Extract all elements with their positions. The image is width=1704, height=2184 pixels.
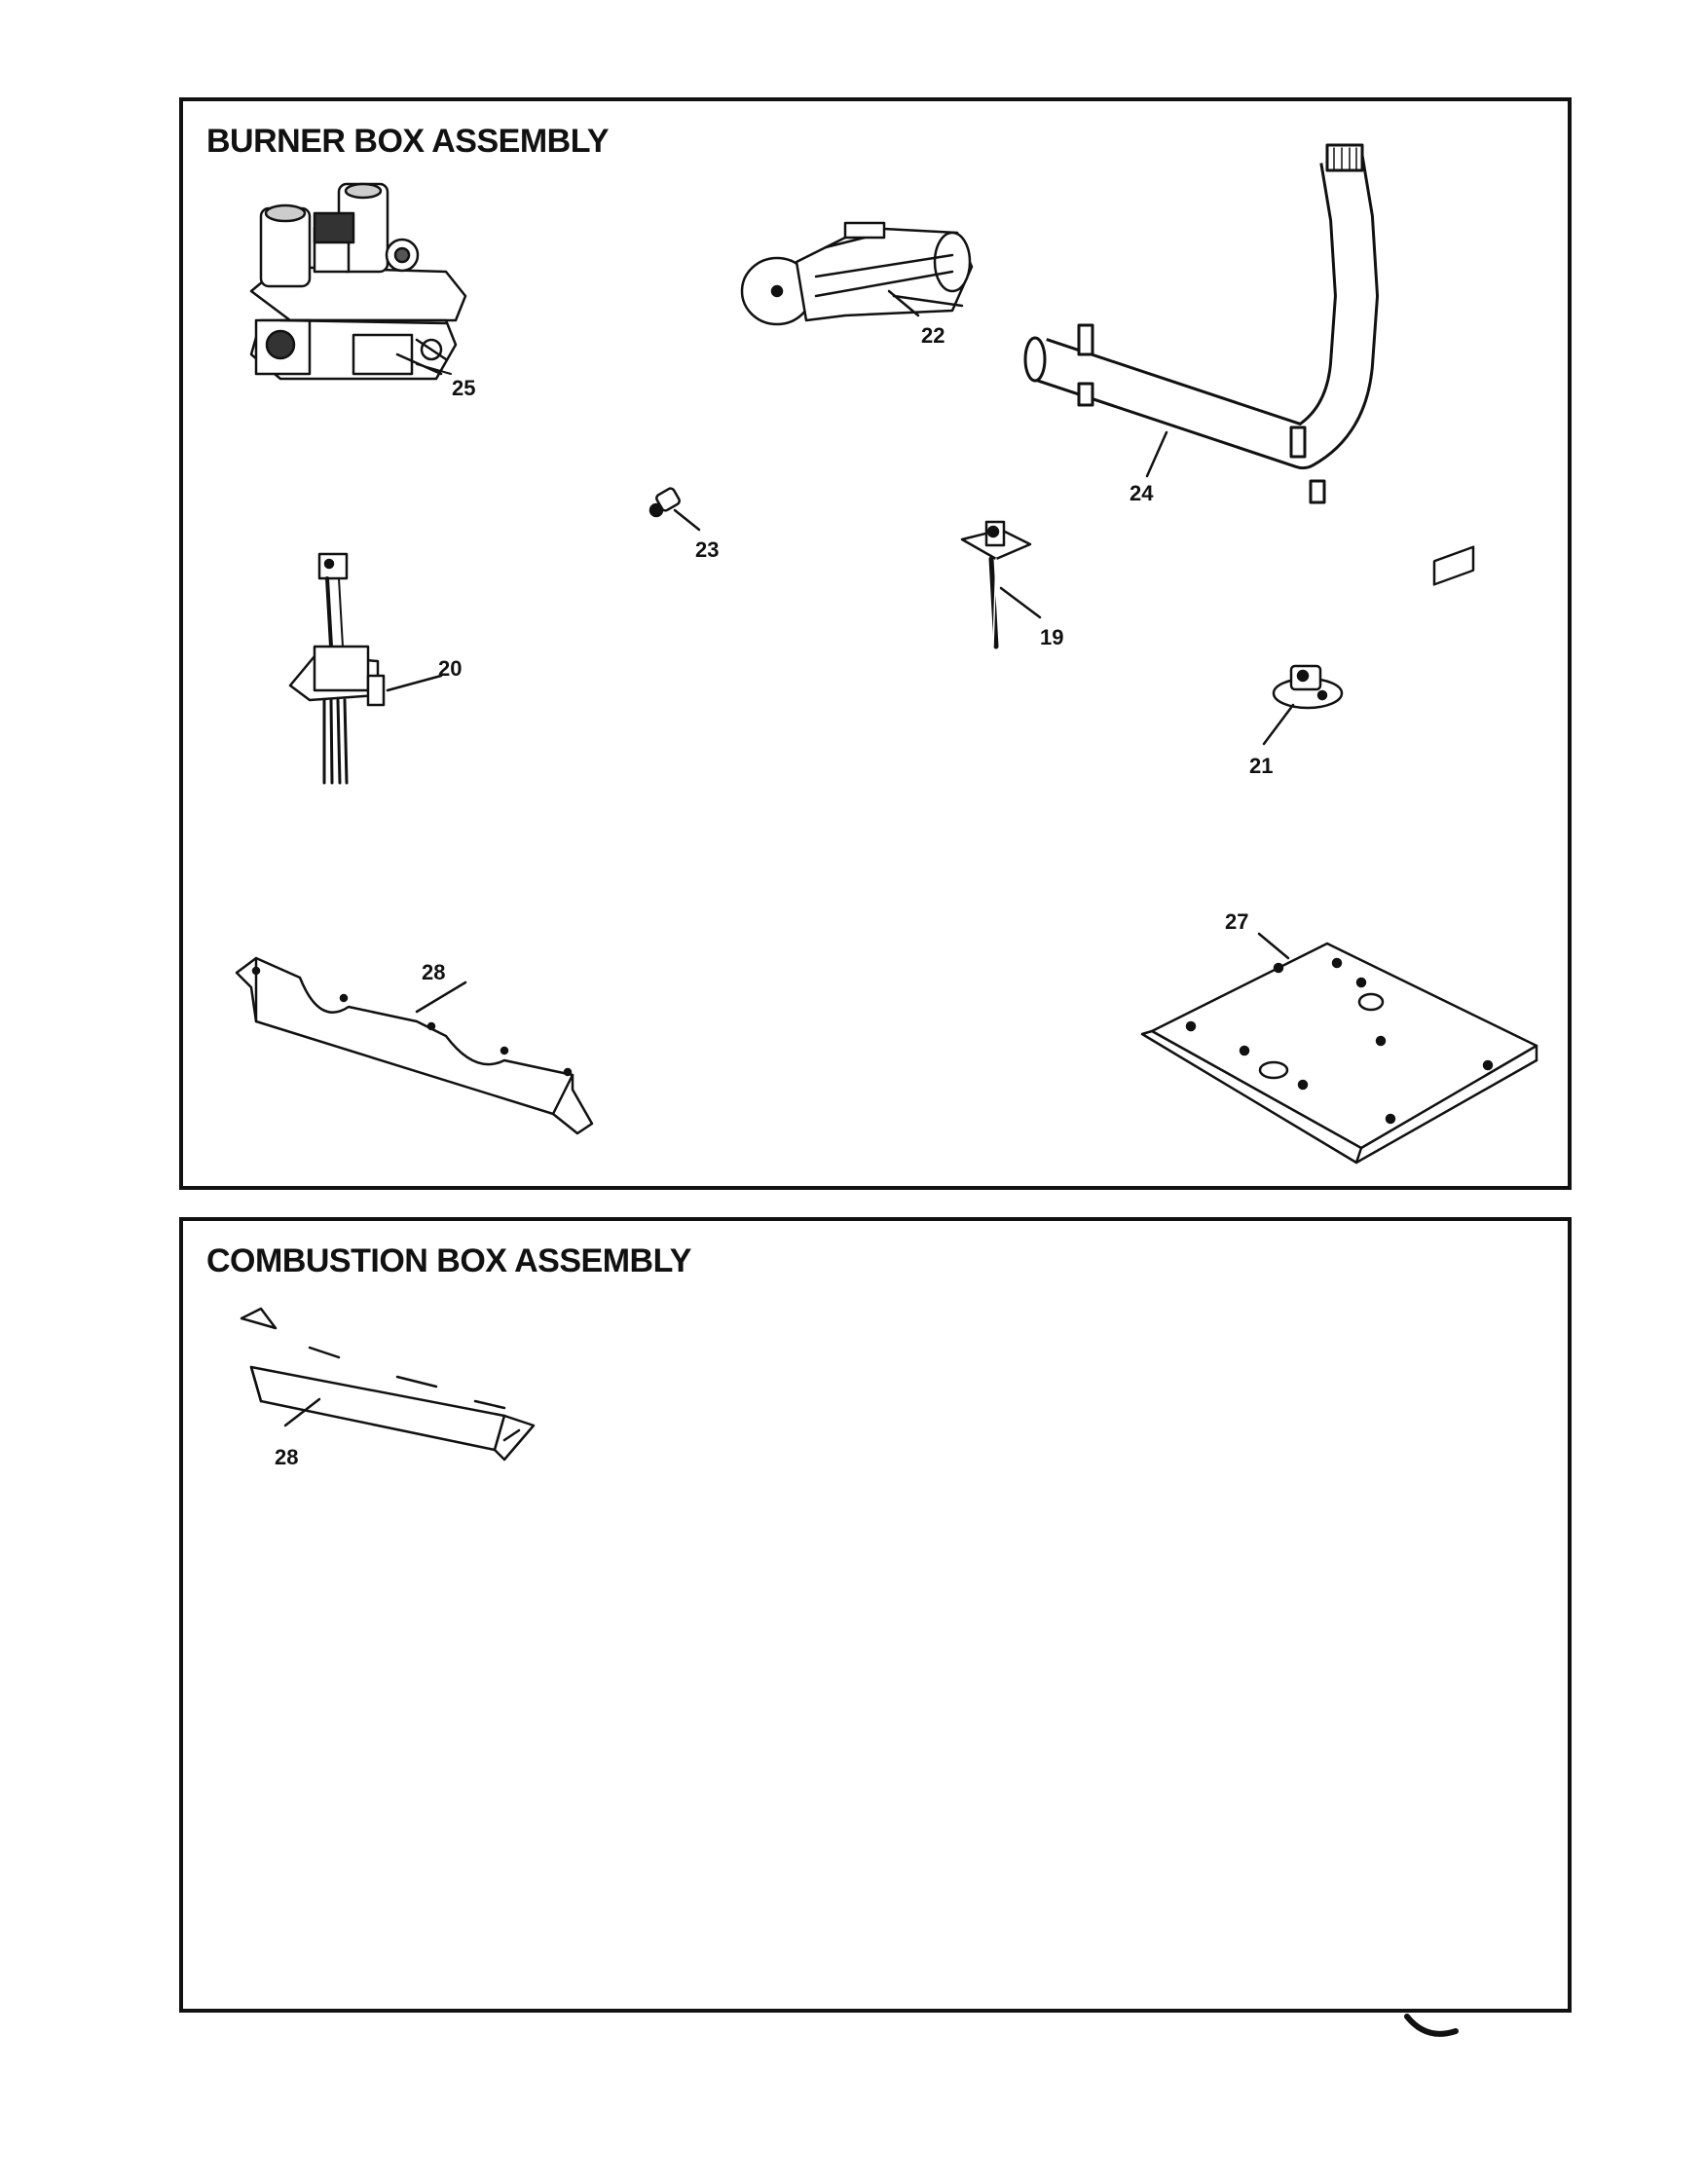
combustion-box-panel: COMBUSTION BOX ASSEMBLY 28 bbox=[179, 1217, 1572, 2013]
bracket-part bbox=[235, 956, 594, 1135]
callout-25: 25 bbox=[452, 376, 476, 400]
limit-switch-leader bbox=[1262, 703, 1295, 746]
burner-box-title: BURNER BOX ASSEMBLY bbox=[206, 123, 610, 160]
igniter-leader bbox=[386, 674, 443, 692]
callout-24: 24 bbox=[1130, 481, 1154, 505]
orifice-leader bbox=[673, 508, 701, 532]
manifold-part bbox=[1023, 143, 1379, 504]
burner-box-panel: BURNER BOX ASSEMBLY bbox=[179, 97, 1572, 1190]
scan-mark bbox=[1404, 2014, 1459, 2037]
combustion-box-illustration bbox=[240, 1307, 536, 1462]
callout-23: 23 bbox=[695, 537, 720, 562]
burner-box-illustration bbox=[235, 143, 1538, 1165]
flame-sensor-leader bbox=[999, 586, 1042, 619]
burner-part bbox=[740, 221, 974, 326]
callout-28: 28 bbox=[422, 960, 446, 984]
callout-27: 27 bbox=[1225, 909, 1249, 934]
bracket-leader bbox=[415, 981, 467, 1014]
callout-28-combustion: 28 bbox=[275, 1445, 299, 1469]
callout-22: 22 bbox=[921, 323, 945, 348]
flame-sensor-part bbox=[960, 520, 1032, 649]
burner-leader bbox=[887, 289, 920, 317]
gas-valve-leader bbox=[415, 338, 448, 361]
manifold-leader bbox=[1145, 430, 1168, 478]
gas-valve-part bbox=[249, 182, 467, 381]
igniter-part bbox=[288, 552, 386, 785]
base-plate-part bbox=[1140, 545, 1538, 1165]
callout-21: 21 bbox=[1249, 754, 1274, 778]
orifice-part bbox=[648, 487, 681, 518]
combustion-bracket-part bbox=[240, 1307, 536, 1462]
callout-19: 19 bbox=[1040, 625, 1064, 649]
combustion-bracket-leader bbox=[283, 1397, 321, 1427]
combustion-box-title: COMBUSTION BOX ASSEMBLY bbox=[206, 1242, 691, 1279]
base-plate-leader bbox=[1257, 932, 1290, 960]
callout-20: 20 bbox=[438, 656, 463, 681]
limit-switch-part bbox=[1272, 664, 1344, 710]
